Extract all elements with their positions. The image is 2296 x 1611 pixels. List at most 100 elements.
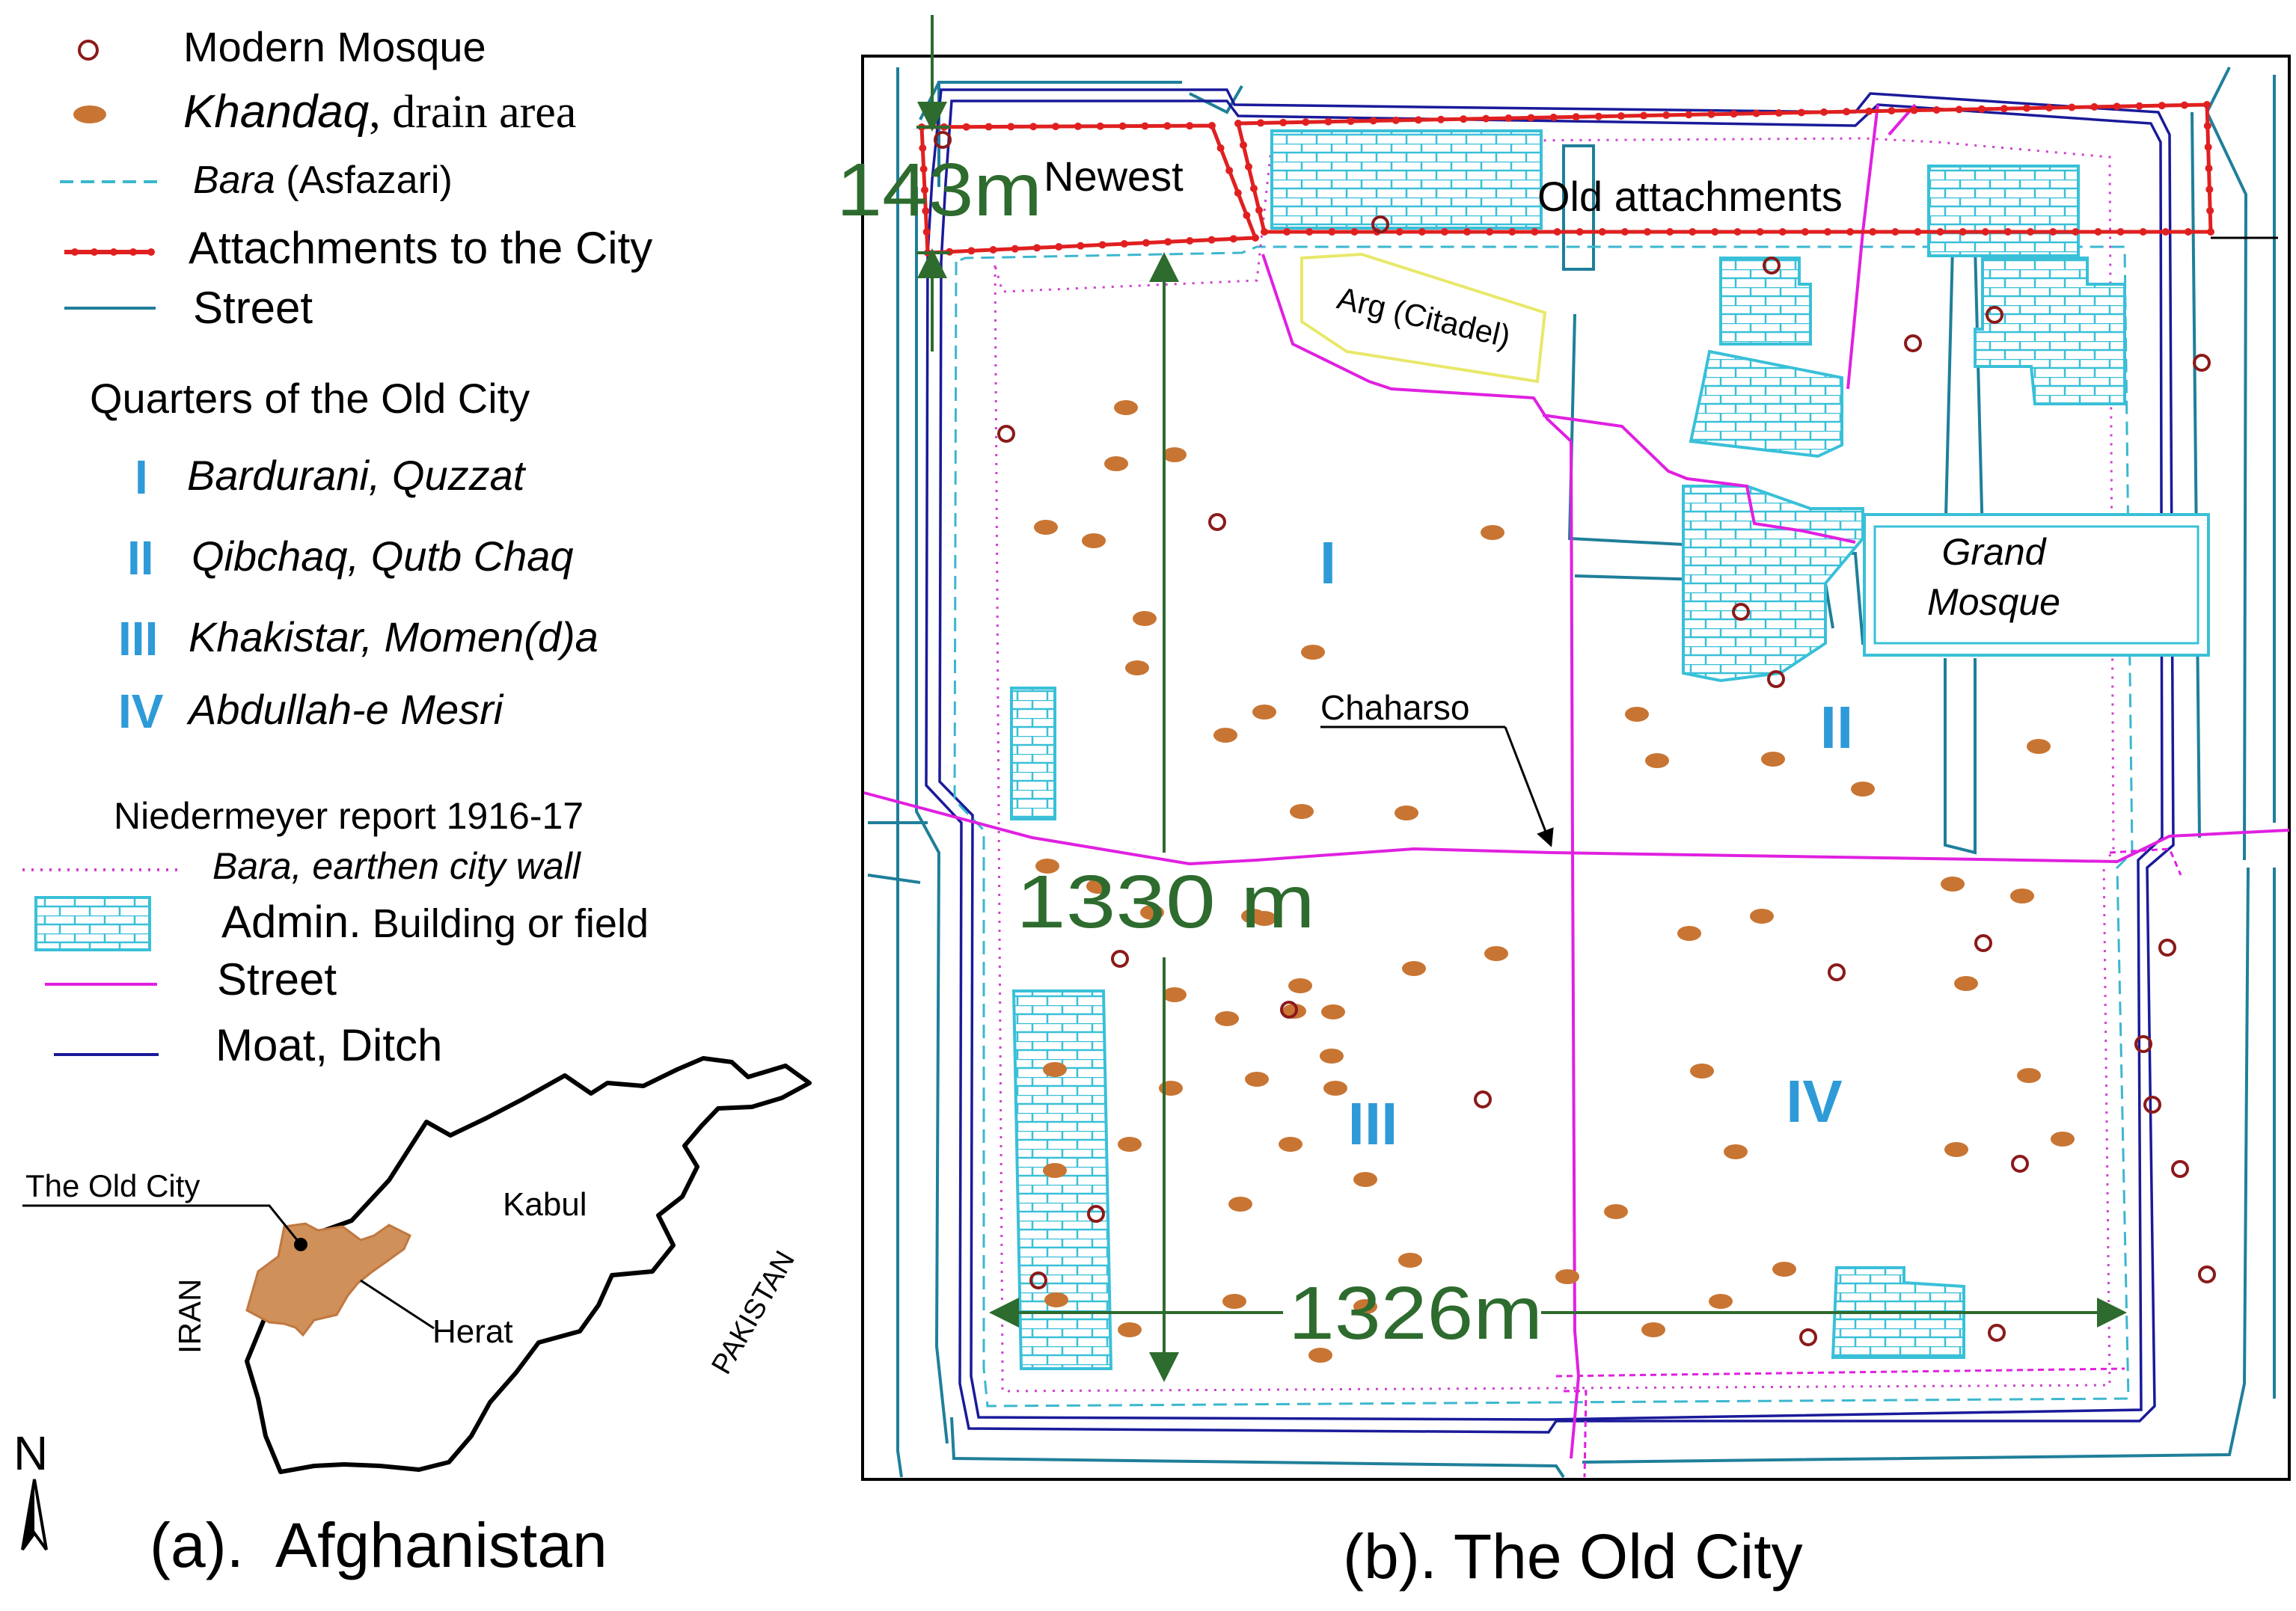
legend-street: Street	[193, 283, 313, 333]
khandaq-mark	[1044, 1292, 1068, 1307]
attachment-dot	[1350, 228, 1359, 236]
khandaq-mark	[1245, 1072, 1269, 1087]
legend-street-2: Street	[217, 954, 337, 1004]
attachment-dot	[922, 228, 931, 236]
attachment-dot	[1865, 107, 1873, 115]
attachment-legend-symbol	[64, 248, 155, 256]
attachment-dot	[1756, 228, 1764, 236]
attachment-dot	[989, 246, 997, 254]
legend-admin: Admin. Building or field	[221, 897, 649, 947]
attachment-dot	[1797, 108, 1805, 117]
admin-block-top-right	[1927, 165, 2080, 257]
quarter-names-III: Khakistar, Momen(d)a	[189, 613, 599, 660]
attachment-dot	[1823, 228, 1831, 236]
modern-mosque-mark	[1111, 950, 1129, 968]
attachment-dot	[2094, 228, 2102, 236]
modern-mosque-mark	[1904, 334, 1922, 352]
attachment-dot	[1324, 117, 1332, 126]
legend-bara: Bara (Asfazari)	[193, 159, 453, 202]
modern-mosque-mark	[2171, 1160, 2189, 1178]
outer-streets	[867, 67, 2276, 1479]
attachment-dot	[921, 186, 928, 194]
khandaq-mark	[1724, 1144, 1748, 1159]
khandaq-mark	[1118, 1322, 1142, 1337]
map-quarter-III: III	[1348, 1090, 1398, 1157]
attachment-dot	[1283, 228, 1291, 236]
khandaq-mark	[1772, 1262, 1796, 1277]
attachment-dot	[1440, 228, 1448, 236]
attachment-dot	[2180, 101, 2188, 109]
inset-caption: (a). Afghanistan	[150, 1510, 607, 1580]
attachment-dot	[1225, 167, 1234, 174]
attachment-dot	[1186, 237, 1194, 245]
street-arg-west	[1261, 254, 1573, 443]
attachment-dot	[1959, 228, 1967, 236]
attachment-dot	[1052, 123, 1060, 131]
attachment-dot	[1074, 122, 1082, 130]
legend-earthen-wall: Bara, earthen city wall	[212, 845, 582, 887]
khandaq-mark	[1133, 611, 1157, 626]
street-east-west	[863, 791, 2290, 866]
legend-admin-term: Admin.	[221, 897, 361, 947]
attachment-dot	[1186, 122, 1194, 130]
khandaq-mark	[2027, 739, 2051, 754]
modern-mosque-mark	[2198, 1265, 2216, 1283]
attachment-dot	[919, 144, 927, 152]
attachment-dot	[1730, 110, 1738, 118]
attachment-dot	[1011, 245, 1019, 253]
attachment-dot	[2023, 104, 2031, 112]
map-quarter-I: I	[1320, 530, 1336, 596]
attachment-dot	[1617, 112, 1625, 120]
attachment-dot	[2116, 228, 2125, 236]
attachment-dot	[1594, 112, 1602, 120]
attachment-dot	[1711, 228, 1719, 236]
khandaq-mark	[1288, 978, 1312, 993]
attachment-dot	[1932, 105, 1941, 114]
modern-mosque-mark	[1029, 1271, 1047, 1289]
attachment-dot	[1775, 109, 1783, 117]
attachment-dot	[2068, 103, 2076, 111]
dimension-143m-label: 143m	[836, 148, 1042, 232]
modern-mosque-mark	[1087, 1205, 1105, 1223]
attachment-dot	[2003, 228, 2012, 236]
attachment-dot	[1347, 117, 1355, 126]
modern-mosque-mark	[1974, 934, 1992, 952]
afghanistan-inset: The Old City Herat Kabul IRAN PAKISTAN N…	[13, 1056, 812, 1580]
attachment-dot	[1504, 114, 1513, 123]
attachment-dot	[1752, 109, 1760, 117]
attachment-dot	[1250, 185, 1258, 192]
khandaq-mark	[1159, 1081, 1183, 1096]
attachment-dot	[1098, 241, 1106, 249]
quarter-numeral-II: II	[127, 531, 154, 585]
attachment-dot	[1096, 122, 1104, 130]
attachment-dot	[2207, 228, 2214, 236]
khandaq-mark	[1398, 1253, 1422, 1268]
khandaq-mark	[1625, 707, 1649, 722]
legend-khandaq-rest: , drain area	[369, 87, 576, 138]
attachment-dot	[1229, 235, 1237, 243]
attachment-dot	[1255, 206, 1263, 214]
attachment-dot	[1252, 234, 1259, 242]
khandaq-areas	[1034, 400, 2075, 1363]
attachment-dot	[962, 123, 970, 131]
legend-modern-mosque: Modern Mosque	[183, 23, 486, 70]
moat-ditch	[925, 88, 2175, 1434]
khandaq-mark	[1213, 728, 1237, 743]
modern-mosque-mark	[1767, 670, 1785, 688]
attachment-dot	[2203, 101, 2211, 108]
label-chaharso: Chaharso	[1320, 688, 1469, 727]
khandaq-mark	[1481, 525, 1504, 540]
attachment-dot	[1955, 105, 1963, 114]
attachment-dot	[1977, 105, 1986, 113]
modern-mosque-mark	[934, 131, 952, 149]
afghanistan-outline	[245, 1056, 812, 1474]
dimension-143m	[916, 15, 950, 352]
attachment-dot	[1302, 118, 1310, 126]
attachment-dot	[1033, 244, 1041, 252]
attachment-dot	[2027, 228, 2035, 236]
attachment-dot	[1243, 212, 1251, 219]
modern-mosque-mark	[1371, 215, 1389, 233]
admin-buildings	[1010, 129, 2126, 1370]
modern-mosque-mark	[1208, 513, 1226, 531]
attachment-dot	[1142, 239, 1150, 247]
